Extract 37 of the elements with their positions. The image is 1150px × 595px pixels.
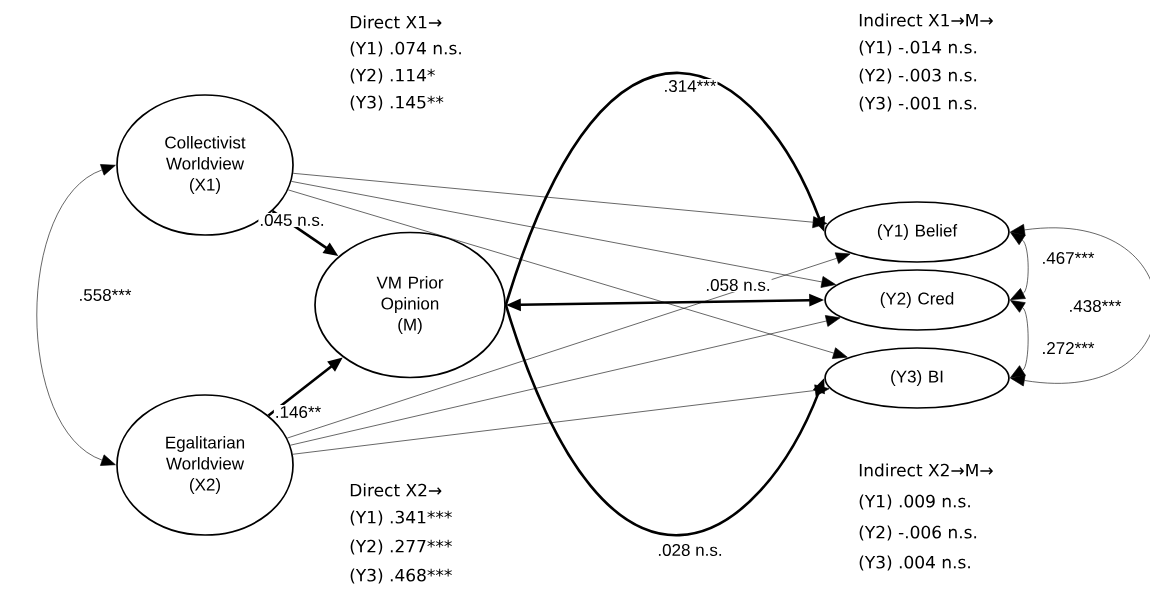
arrow [286,252,851,439]
coefficient-text: Direct X2→ [350,483,442,497]
arrow [1010,300,1029,378]
edge-label: .314*** [662,79,718,93]
arrow [290,315,841,446]
coefficient-text: (Y3) .468*** [350,568,452,584]
edge-label: .058 n.s. [704,278,772,292]
arrow [291,181,836,288]
coefficient-text: (Y3) .145** [350,95,444,111]
edge-label: .146** [273,405,323,419]
coefficient-text: (Y2) .277*** [350,539,452,555]
edge-label: .045 n.s. [258,213,326,227]
arrow [292,384,830,455]
coefficient-text: (Y1) -.014 n.s. [859,40,977,56]
arrow [1010,232,1029,300]
coefficient-text: (Y1) .009 n.s. [859,494,970,510]
coefficient-text: Direct X1→ [350,15,442,29]
arrow [292,173,828,229]
arrow [504,71,825,306]
edge-label: .558*** [77,288,133,302]
coefficient-text: (Y3) -.001 n.s. [859,96,977,112]
coefficient-text: (Y1) .341*** [350,510,452,526]
coefficient-text: (Y2) -.003 n.s. [859,68,977,84]
edge-label: .272*** [1040,341,1096,355]
edge-label: .438*** [1067,299,1123,313]
coefficient-text: Indirect X2→M→ [859,463,993,477]
coefficient-text: (Y3) .004 n.s. [859,555,970,571]
arrow [287,189,848,359]
edge-label: .028 n.s. [656,543,724,557]
coefficient-text: (Y2) -.006 n.s. [859,525,977,541]
arrow [36,164,116,466]
arrow [504,304,825,537]
coefficient-text: (Y1) .074 n.s. [350,41,461,57]
coefficient-text: Indirect X1→M→ [859,13,993,27]
arrow [1010,224,1150,387]
edge-label: .467*** [1040,251,1096,265]
coefficient-text: (Y2) .114* [350,68,435,84]
